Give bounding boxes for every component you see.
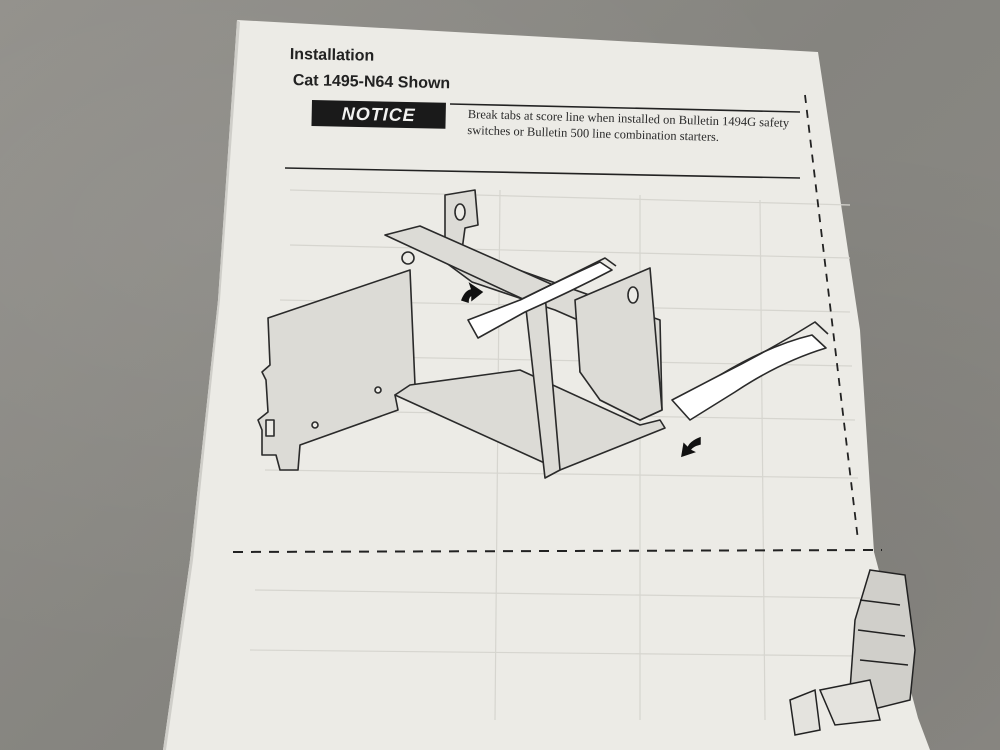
screw-hole-c — [401, 251, 415, 265]
pliers-lower — [671, 334, 827, 421]
notice-bottom-rule — [284, 167, 801, 179]
bracket-illustration — [257, 189, 829, 479]
mount-hole-right — [627, 286, 639, 304]
screw-hole-b — [311, 421, 319, 429]
paper-shadow-edge — [163, 20, 240, 750]
notice-badge: NOTICE — [311, 100, 446, 129]
page-title: Installation — [289, 46, 375, 65]
cut-line-bottom — [232, 549, 883, 553]
screw-hole-a — [374, 386, 382, 394]
bracket-floor — [394, 369, 666, 471]
header-rule — [449, 103, 801, 113]
partial-illustration — [789, 569, 916, 736]
mount-slot-left — [265, 419, 275, 437]
right-upright — [574, 267, 663, 421]
arrow-up-icon — [461, 282, 484, 304]
mount-hole-top — [454, 203, 466, 221]
arrow-down-icon — [681, 436, 701, 458]
page-subtitle: Cat 1495-N64 Shown — [292, 72, 451, 93]
show-through-table — [249, 189, 861, 721]
